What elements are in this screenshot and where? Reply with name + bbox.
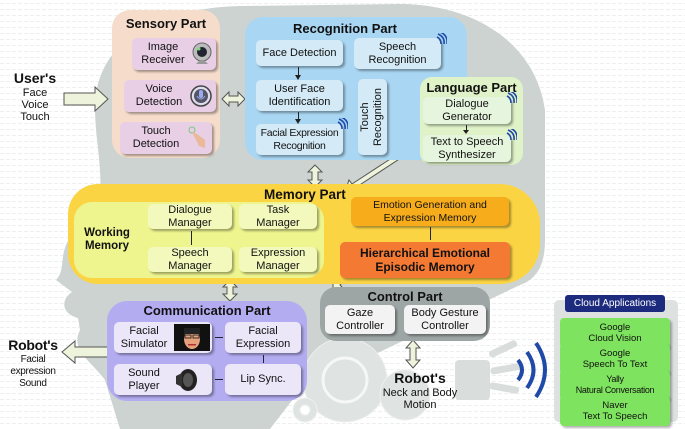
arrowhead (295, 119, 301, 124)
sensory-part-title: Sensory Part (125, 16, 207, 31)
flow-arrow-emotion-hierarchical (430, 227, 431, 240)
wireless-icon (337, 118, 348, 130)
hand-touch-icon (188, 126, 205, 148)
face-avatar-icon (174, 324, 210, 351)
robot-output-title: Robot's (8, 337, 58, 353)
cloud-applications-title: Cloud Applications (565, 295, 665, 312)
gears-icon (292, 337, 431, 423)
user-input-face: Face (22, 87, 48, 99)
arrowhead (295, 75, 301, 80)
lip-sync-box: Lip Sync. (225, 364, 301, 395)
robot-motion-title: Robot's (394, 370, 446, 386)
control-part-title: Control Part (367, 289, 443, 304)
wireless-waves-icon (516, 341, 547, 399)
speaker-icon (176, 368, 197, 391)
robot-output-sound: Sound (19, 378, 47, 389)
user-input-touch: Touch (20, 111, 50, 123)
webcam-icon (192, 42, 212, 64)
robot-motion-motion: Motion (403, 399, 437, 411)
robot-output-facial-expression: Facial expression (10, 354, 56, 377)
control-motion-arrow (404, 339, 422, 369)
user-input-arrow (63, 85, 109, 113)
robot-motion-neck-body: Neck and Body (382, 387, 458, 399)
wireless-icon (506, 129, 517, 141)
user-input-label: User's Face Voice Touch (5, 70, 65, 123)
user-input-voice: Voice (21, 99, 49, 111)
flow-arrow-face-to-id (298, 67, 299, 77)
flow-arrow-lipsync-to-expr (263, 355, 264, 363)
communication-part-title: Communication Part (143, 303, 271, 318)
user-input-title: User's (13, 70, 57, 86)
memory-part-title: Memory Part (264, 187, 346, 202)
face-detection-box: Face Detection (256, 40, 343, 66)
flow-arrow-dialogue-to-tts (466, 125, 467, 131)
arrowhead (463, 130, 469, 134)
robot-output-arrow (61, 339, 109, 365)
language-part-title: Language Part (426, 80, 517, 95)
flow-arrow-lipsync-to-sound (215, 379, 223, 380)
flow-arrow-dialogue-speech (191, 231, 192, 245)
flow-arrow-expr-to-sim (215, 337, 223, 338)
recognition-part-title: Recognition Part (292, 21, 397, 36)
robot-hand-icon (455, 340, 523, 400)
wireless-icon (436, 33, 447, 45)
working-memory-title: Working Memory (84, 227, 130, 252)
flow-arrow-id-to-expr (298, 112, 299, 121)
robot-motion-label: Robot's Neck and Body Motion (380, 370, 460, 411)
microphone-icon (190, 85, 212, 107)
wireless-icon (506, 92, 517, 104)
robot-output-label: Robot's Facial expression Sound (0, 337, 66, 390)
